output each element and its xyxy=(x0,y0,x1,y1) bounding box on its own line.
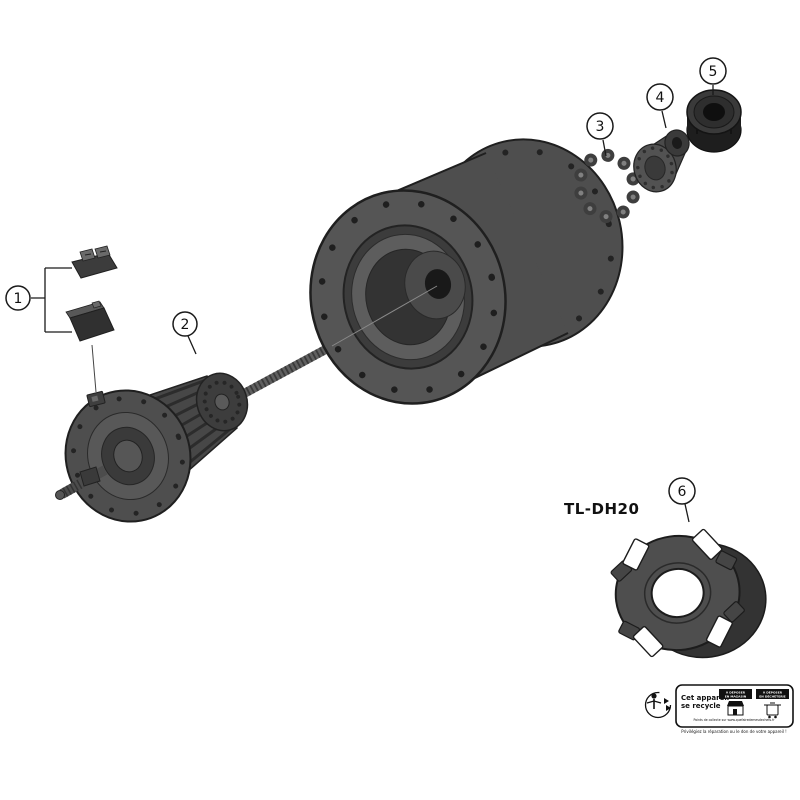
callout-2-number: 2 xyxy=(181,317,190,333)
callout-4-number: 4 xyxy=(656,90,665,106)
callout-1-leader xyxy=(31,267,72,333)
triman-icon xyxy=(644,691,672,719)
callout-6: 6 xyxy=(668,477,696,523)
bin-header-line-1: À DÉPOSER xyxy=(763,689,783,694)
callout-5: 5 xyxy=(699,57,727,95)
callout-1-number: 1 xyxy=(14,291,23,307)
nut-hole xyxy=(703,103,725,121)
hub-terminal xyxy=(86,390,106,408)
tool-notches xyxy=(622,528,733,658)
flange-spoke-holes xyxy=(71,395,185,517)
cone-nut: 4 xyxy=(633,83,690,193)
callout-6-number: 6 xyxy=(678,484,687,500)
drum-spline-ring xyxy=(202,380,242,424)
hub-shell xyxy=(309,138,624,405)
axis-line xyxy=(331,285,438,347)
bin-icon xyxy=(764,702,781,719)
recycle-label: Cet appareil se recycle À DÉPOSER EN MAG… xyxy=(644,684,794,734)
callout-1: 1 xyxy=(5,285,31,311)
store-icon xyxy=(727,701,744,716)
callout-5-number: 5 xyxy=(709,64,718,80)
callout-3: 3 xyxy=(586,112,614,157)
shell-axle-hole xyxy=(424,269,452,299)
callout-3-number: 3 xyxy=(596,119,605,135)
callout-4: 4 xyxy=(646,83,674,129)
connector-top xyxy=(71,245,118,279)
tool-body xyxy=(610,528,767,659)
lock-nut: 5 xyxy=(686,57,742,153)
axle-stub xyxy=(55,465,108,500)
recycle-collect-line: Points de collecte sur www.quefairedemes… xyxy=(693,718,775,722)
connector-assembly: 1 xyxy=(5,245,118,393)
recycle-title-2: se recycle xyxy=(681,702,721,710)
store-header-line-2: EN MAGASIN xyxy=(725,694,747,698)
cone-flutes xyxy=(636,146,674,190)
connector-wire xyxy=(91,344,97,393)
bin-header-line-2: EN DÉCHÈTERIE xyxy=(759,693,785,698)
recycle-title-1: Cet appareil xyxy=(681,694,729,702)
tool-center-hole xyxy=(650,567,705,619)
callout-2: 2 xyxy=(172,311,198,355)
dynamo-hub: 2 xyxy=(55,311,335,523)
store-header-line-1: À DÉPOSER xyxy=(726,689,746,694)
ball-bearing-retainer: 3 xyxy=(573,112,641,224)
tool-label: TL-DH20 xyxy=(564,500,639,518)
connector-bottom xyxy=(65,300,115,342)
axle-locknut xyxy=(79,466,101,487)
hub-flange xyxy=(64,389,192,523)
store-header xyxy=(719,689,752,699)
recycle-repair-line: Privilégiez la réparation ou le don de v… xyxy=(681,729,786,734)
axle-threaded xyxy=(229,342,335,404)
shell-left-spoke-holes xyxy=(318,199,498,395)
bin-header xyxy=(756,689,789,699)
lockring-tool: TL-DH20 6 xyxy=(564,477,767,659)
